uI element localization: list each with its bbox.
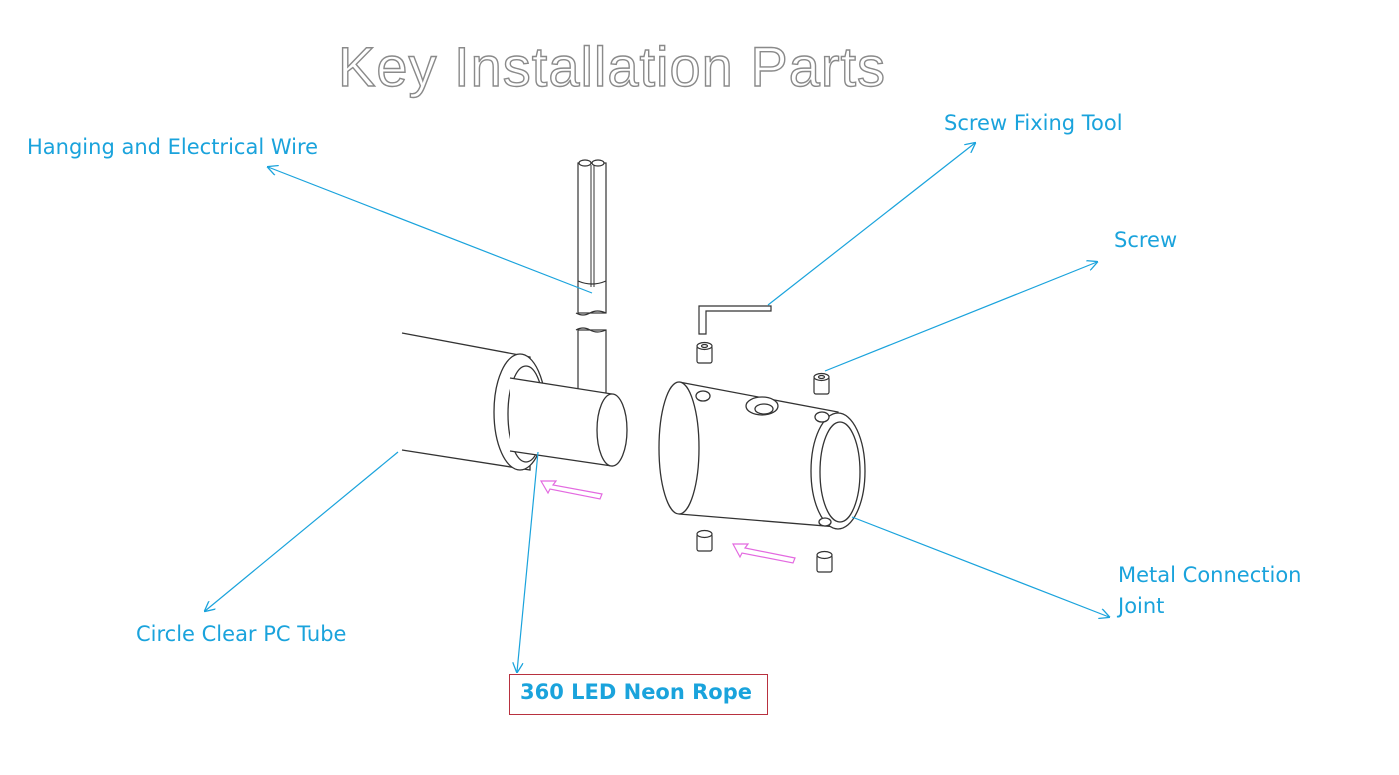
leader-lines [205, 143, 1109, 672]
label-screw: Screw [1114, 228, 1178, 252]
pc-tube-drawing [401, 332, 628, 471]
assembly-arrows [539, 480, 796, 564]
screw-tool-drawing [698, 305, 772, 335]
neon-rope-label-box: 360 LED Neon Rope [509, 674, 768, 715]
screws-drawing [696, 341, 833, 573]
label-screw-fixing-tool: Screw Fixing Tool [944, 111, 1123, 135]
metal-joint-drawing [658, 381, 866, 530]
label-neon-rope: 360 LED Neon Rope [520, 680, 752, 704]
label-pc-tube: Circle Clear PC Tube [136, 622, 347, 646]
label-metal-joint-line2: Joint [1118, 594, 1165, 618]
label-hanging-wire: Hanging and Electrical Wire [27, 135, 319, 159]
label-metal-joint-line1: Metal Connection [1118, 563, 1302, 587]
diagram-title: Key Installation Parts [337, 34, 887, 98]
hanging-wire-drawing [575, 159, 607, 394]
